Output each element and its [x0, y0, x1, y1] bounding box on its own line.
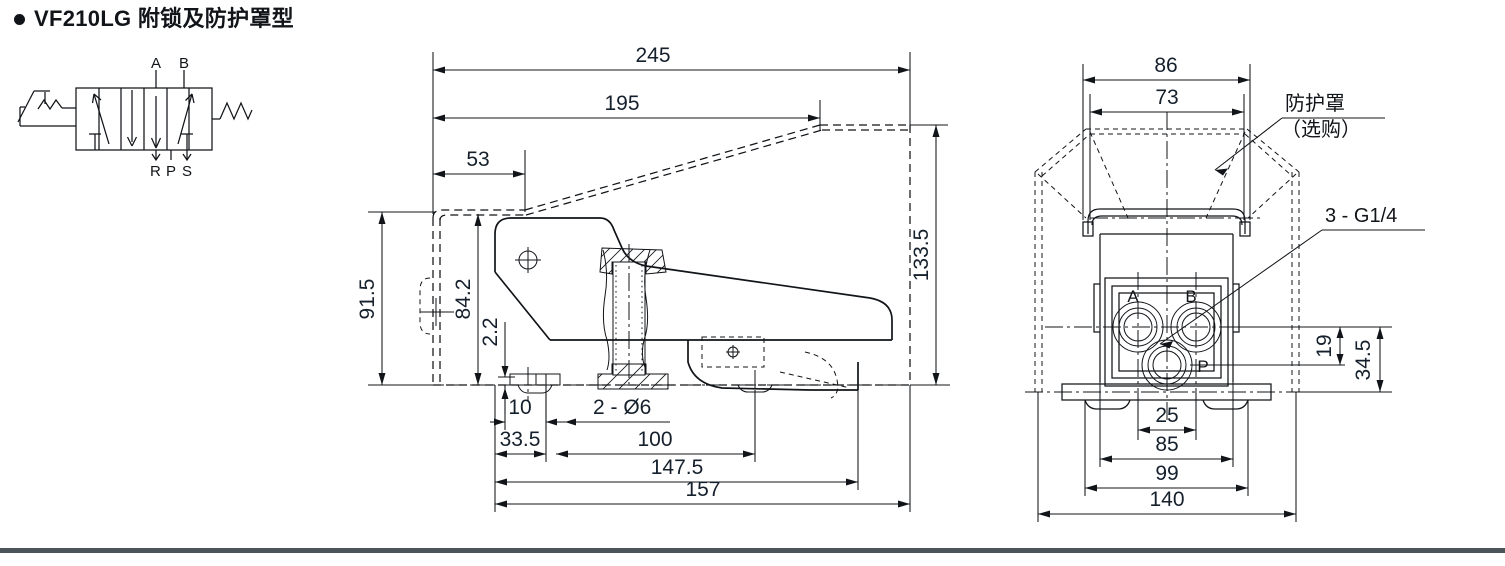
dimension-73: 73: [1089, 86, 1245, 220]
dimension-73-text: 73: [1155, 86, 1178, 109]
dimension-147-5-text: 147.5: [651, 456, 704, 479]
page-title: VF210LG 附锁及防护罩型: [14, 8, 294, 30]
bullet-dot-icon: [14, 13, 25, 25]
dimension-147-5: 147.5: [494, 385, 859, 512]
dimension-25: 25: [1137, 392, 1197, 440]
side-body-profile: [494, 217, 893, 391]
annotation-guard-line2: （选购）: [1281, 117, 1361, 141]
dimension-19: 19: [1313, 327, 1344, 365]
dimension-195-text: 195: [604, 92, 639, 115]
callout-2-dia6: 2 - Ø6: [565, 396, 670, 426]
annotation-guard: 防护罩 （选购）: [1214, 91, 1385, 176]
dimension-53: 53: [433, 148, 526, 212]
dimension-91-5-text: 91.5: [356, 279, 379, 320]
side-section-hatch: [597, 247, 669, 390]
valve-symbol: A B R P S: [17, 55, 253, 180]
side-hidden-hole-mark: [726, 345, 740, 359]
dimension-84-2-text: 84.2: [452, 279, 475, 320]
dimension-19-text: 19: [1313, 334, 1336, 357]
front-port-label-a: A: [1127, 287, 1139, 306]
dimension-133-5-text: 133.5: [910, 229, 933, 282]
valve-port-label-a: A: [151, 55, 161, 72]
dimension-33-5: 33.5: [495, 385, 547, 462]
dimension-25-text: 25: [1155, 404, 1178, 427]
dimension-86: 86: [1082, 54, 1251, 220]
dimension-33-5-text: 33.5: [500, 428, 541, 451]
side-pivot-hole: [515, 247, 541, 273]
dimension-85: 85: [1099, 392, 1234, 467]
valve-left-actuator: [17, 90, 76, 127]
dimension-157: 157: [495, 385, 911, 512]
dimension-133-5: 133.5: [910, 124, 948, 386]
side-pedal-phantom: [779, 351, 851, 399]
valve-port-label-s: S: [182, 163, 192, 180]
annotation-guard-line1: 防护罩: [1285, 91, 1345, 115]
dimension-157-text: 157: [685, 478, 720, 501]
valve-port-label-r: R: [150, 163, 161, 180]
front-view: A B P 86: [1025, 54, 1425, 522]
front-center-lines: [1025, 112, 1330, 422]
dimension-100: 100: [556, 390, 756, 462]
callout-2-dia6-text: 2 - Ø6: [593, 396, 651, 419]
dimension-10-text: 10: [508, 396, 531, 419]
side-left-center-mark: [420, 298, 454, 326]
footer-divider: [0, 548, 1505, 553]
dimension-140-text: 140: [1149, 488, 1184, 511]
dimension-140: 140: [1037, 392, 1297, 522]
dimension-86-text: 86: [1154, 54, 1177, 77]
dimension-99-text: 99: [1155, 462, 1178, 485]
side-hidden-hole-box: [701, 336, 765, 368]
dimension-34-5-text: 34.5: [1352, 340, 1375, 381]
front-port-label-b: B: [1185, 287, 1196, 306]
side-bolt-assembly: [602, 244, 651, 384]
dimension-85-text: 85: [1155, 433, 1178, 456]
dimension-34-5: 34.5: [1300, 326, 1392, 393]
dimension-84-2: 84.2: [452, 214, 482, 385]
dimension-2-2-text: 2.2: [479, 317, 502, 346]
annotation-thread: 3 - G1/4: [1159, 205, 1425, 349]
dimension-99: 99: [1084, 400, 1249, 496]
valve-port-label-p: P: [166, 163, 176, 180]
valve-right-actuator: [212, 101, 253, 121]
valve-port-label-b: B: [179, 55, 189, 72]
dimension-100-text: 100: [637, 428, 672, 451]
front-body-outline: [1061, 208, 1272, 410]
dimension-53-text: 53: [466, 148, 489, 171]
front-port-label-p: P: [1197, 357, 1208, 376]
dimension-195: 195: [433, 92, 821, 130]
dimension-245-text: 245: [635, 44, 670, 67]
side-view: 245 195 53 133.5: [356, 44, 950, 512]
page-title-text: VF210LG 附锁及防护罩型: [34, 6, 294, 31]
annotation-thread-text: 3 - G1/4: [1325, 205, 1397, 227]
dimension-91-5: 91.5: [356, 211, 436, 386]
dimension-245: 245: [432, 44, 911, 214]
